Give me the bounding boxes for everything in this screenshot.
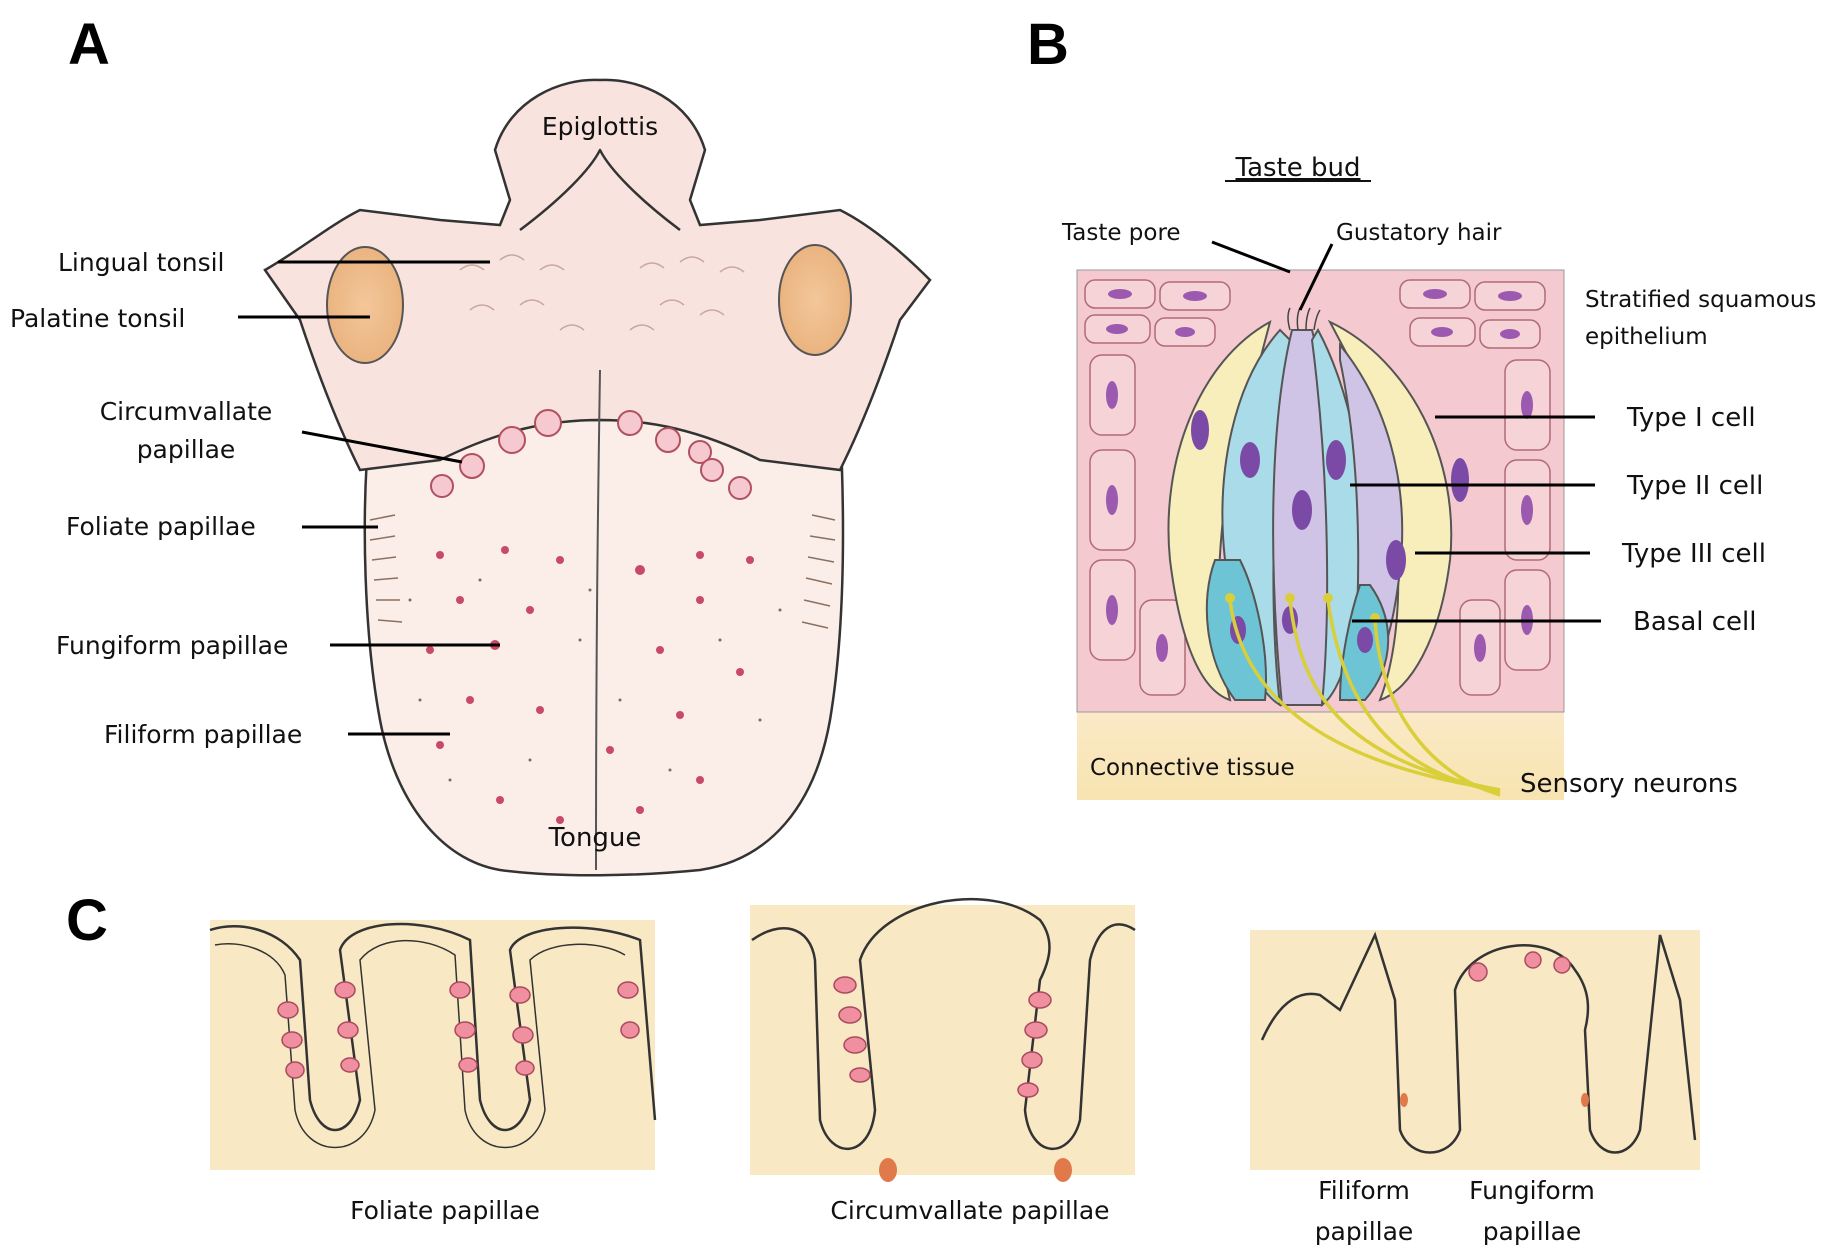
taste-bud xyxy=(1167,307,1501,797)
label-sensory-neurons: Sensory neurons xyxy=(1520,769,1738,799)
filiform-papillae xyxy=(408,578,782,782)
label-c-circumvallate: Circumvallate papillae xyxy=(830,1196,1109,1225)
panel-b-letter: B xyxy=(1027,12,1069,77)
label-palatine-tonsil: Palatine tonsil xyxy=(10,304,185,333)
median-sulcus xyxy=(595,369,601,871)
foliate-ridges xyxy=(369,514,836,629)
panel-c-letter: C xyxy=(66,888,108,953)
label-tongue: Tongue xyxy=(548,823,642,853)
sensory-neurons xyxy=(1228,599,1501,797)
filiform-fungiform-section xyxy=(1250,930,1700,1170)
label-fungiform: Fungiform papillae xyxy=(56,631,288,660)
tongue-root xyxy=(263,78,932,472)
circumvallate-papillae xyxy=(430,409,752,500)
epithelial-nuclei xyxy=(1106,289,1533,662)
label-lingual-tonsil: Lingual tonsil xyxy=(58,248,225,277)
label-taste-bud-title: Taste bud xyxy=(1235,153,1361,183)
panel-a-letter: A xyxy=(68,12,110,77)
leader-circumvallate xyxy=(301,430,463,464)
panel-b: B Taste bud xyxy=(1027,12,1816,800)
label-taste-pore: Taste pore xyxy=(1061,220,1181,246)
tongue-body xyxy=(363,418,845,877)
palatine-tonsil-left xyxy=(326,246,404,364)
leader-taste-pore xyxy=(1211,240,1291,274)
panel-c: C Foliate papillae xyxy=(66,888,1700,1246)
epiglottis-fold xyxy=(519,148,681,231)
foliate-section xyxy=(209,920,657,1170)
label-c-fungiform-line1: Fungiform xyxy=(1469,1176,1595,1205)
label-c-filiform-line1: Filiform xyxy=(1318,1176,1410,1205)
label-circumvallate-line1: Circumvallate xyxy=(100,397,273,426)
label-basal: Basal cell xyxy=(1633,607,1756,637)
label-c-filiform-line2: papillae xyxy=(1315,1217,1414,1246)
label-type1: Type I cell xyxy=(1626,403,1756,433)
label-c-fungiform-line2: papillae xyxy=(1483,1217,1582,1246)
panel-a: A xyxy=(10,12,932,877)
label-stratified-line2: epithelium xyxy=(1585,324,1708,350)
label-stratified-line1: Stratified squamous xyxy=(1585,287,1816,313)
label-foliate: Foliate papillae xyxy=(66,512,256,541)
lingual-tonsil xyxy=(459,254,745,331)
label-c-foliate: Foliate papillae xyxy=(350,1196,540,1225)
label-gustatory-hair: Gustatory hair xyxy=(1336,220,1502,246)
label-filiform: Filiform papillae xyxy=(104,720,302,749)
label-type3: Type III cell xyxy=(1621,539,1766,569)
palatine-tonsil-right xyxy=(778,244,852,356)
label-connective-tissue: Connective tissue xyxy=(1090,755,1295,781)
label-epiglottis: Epiglottis xyxy=(542,112,658,141)
label-type2: Type II cell xyxy=(1626,471,1763,501)
label-circumvallate-line2: papillae xyxy=(137,435,236,464)
circumvallate-section xyxy=(750,898,1136,1182)
leader-gustatory-hair xyxy=(1298,243,1334,311)
